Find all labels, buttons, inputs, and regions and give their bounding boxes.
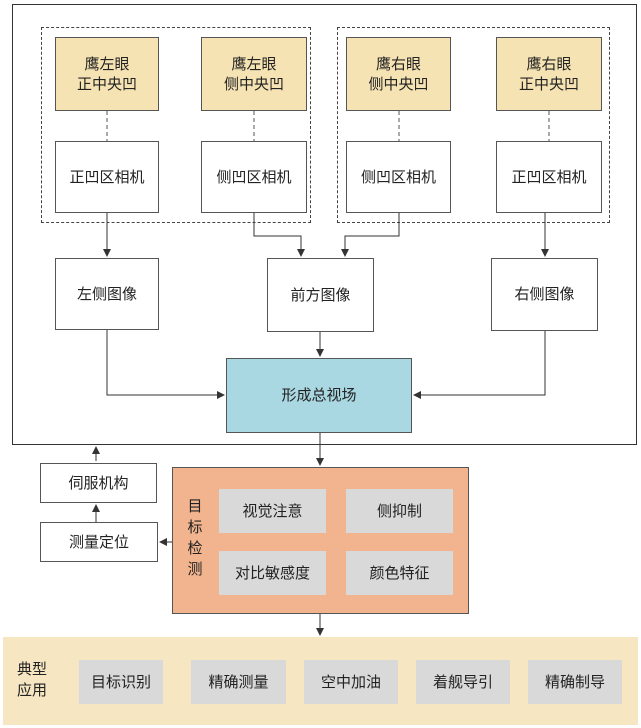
feature-contrast-sensitivity: 对比敏感度 [219,551,326,595]
measure-locate-box: 测量定位 [40,522,158,562]
feature-lateral-inhibition: 侧抑制 [346,489,453,533]
front-image-box: 前方图像 [267,258,374,332]
camera-right-side: 侧凹区相机 [346,141,451,213]
app-aerial-refueling: 空中加油 [304,660,398,704]
system-frame [12,4,637,445]
right-image-box: 右侧图像 [491,258,598,331]
eye-left-side: 鹰左眼 侧中央凹 [201,37,307,111]
camera-left-central: 正凹区相机 [55,141,159,213]
eye-left-central: 鹰左眼 正中央凹 [55,37,159,111]
right-eye-group [337,27,610,223]
feature-visual-attention: 视觉注意 [219,489,326,533]
typical-applications-label: 典型 应用 [16,660,47,699]
app-precision-measurement: 精确测量 [191,660,286,704]
servo-mechanism-box: 伺服机构 [40,463,157,503]
total-field-of-view-box: 形成总视场 [226,358,412,433]
app-carrier-landing-guidance: 着舰导引 [416,660,510,704]
camera-left-side: 侧凹区相机 [201,141,307,213]
feature-color: 颜色特征 [346,551,453,595]
app-target-recognition: 目标识别 [79,660,163,704]
eye-right-side: 鹰右眼 侧中央凹 [346,37,451,111]
left-eye-group [41,27,311,223]
target-detection-label: 目 标 检 测 [187,497,203,578]
eye-right-central: 鹰右眼 正中央凹 [496,37,602,111]
app-precision-guidance: 精确制导 [528,660,622,704]
camera-right-central: 正凹区相机 [496,141,602,213]
left-image-box: 左侧图像 [55,258,159,330]
